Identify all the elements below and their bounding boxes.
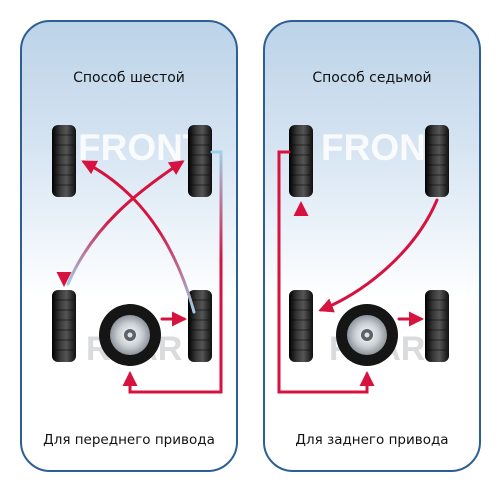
spare-wheel-icon: [336, 304, 398, 366]
spare-wheel-icon: [99, 304, 161, 366]
diagram-title: Способ седьмой: [312, 70, 431, 86]
arrow-icon: [56, 150, 223, 394]
diagram-caption: Для переднего привода: [43, 432, 215, 448]
diagram-caption: Для заднего привода: [295, 432, 448, 448]
diagram-rear-wheel-drive: FRONT REAR Способ седьмой Для заднего пр…: [263, 20, 481, 472]
diagram-front-wheel-drive: FRONT REAR Способ шестой Для пе: [20, 20, 238, 472]
tire-icon: [289, 125, 313, 197]
tire-icon: [425, 125, 449, 197]
tire-icon: [52, 290, 76, 362]
tire-icon: [425, 290, 449, 362]
rotation-scheme: FRONT REAR Способ седьмой Для заднего пр…: [277, 70, 449, 448]
tire-icon: [52, 125, 76, 197]
diagram-title: Способ шестой: [73, 70, 185, 86]
front-watermark: FRONT: [78, 127, 206, 168]
tire-icon: [188, 125, 212, 197]
arrow-icon: [277, 150, 439, 394]
tire-icon: [289, 290, 313, 362]
rotation-scheme: FRONT REAR Способ шестой Для пе: [43, 70, 223, 448]
